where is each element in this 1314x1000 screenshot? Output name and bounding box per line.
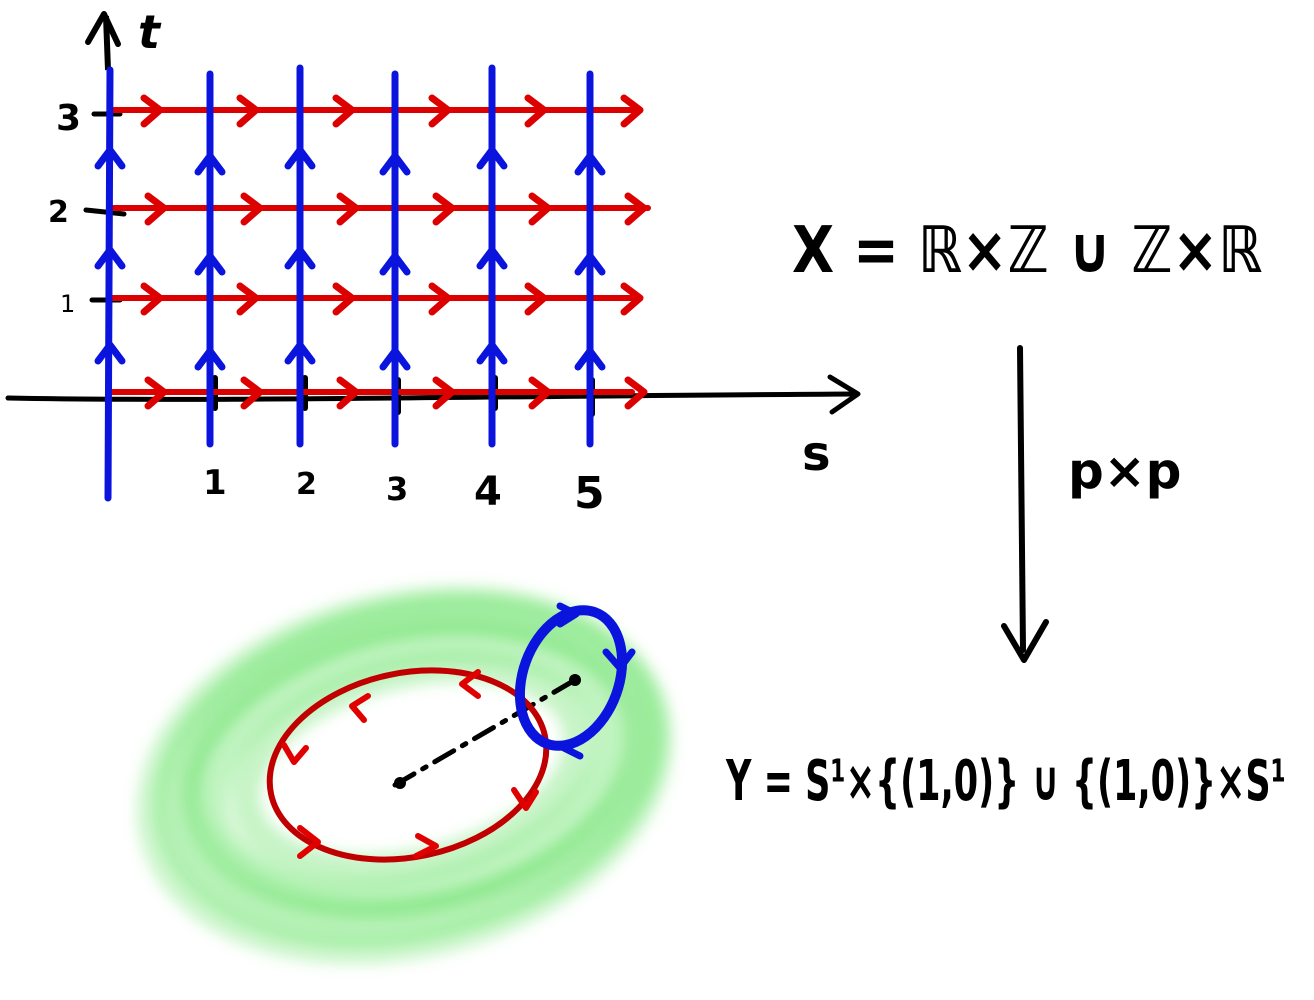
meridian-center-dot bbox=[569, 674, 581, 686]
up-arrow-icon bbox=[476, 246, 508, 270]
right-arrow-icon bbox=[620, 282, 644, 316]
meridian-arrows bbox=[556, 602, 636, 760]
up-arrow-icon bbox=[194, 252, 226, 276]
right-arrow-icon bbox=[236, 94, 260, 128]
longitude-arrows bbox=[281, 669, 539, 859]
t-axis-arrowhead bbox=[85, 11, 121, 47]
right-arrow-icon bbox=[528, 192, 552, 226]
s-tick-label: 1 bbox=[203, 463, 227, 503]
right-arrow-icon bbox=[236, 282, 260, 316]
s-tick-label: 2 bbox=[296, 467, 317, 502]
up-arrow-icon bbox=[94, 146, 126, 170]
right-arrow-icon bbox=[140, 282, 164, 316]
right-arrow-icon bbox=[432, 376, 456, 410]
s-tick-label: 3 bbox=[386, 470, 408, 508]
s-axis-arrowhead bbox=[827, 374, 861, 415]
torus-center-dot bbox=[394, 777, 406, 789]
right-arrow-icon bbox=[524, 94, 548, 128]
t-tick-label: 3 bbox=[56, 98, 81, 139]
right-arrow-icon bbox=[332, 282, 356, 316]
right-arrow-icon bbox=[620, 94, 644, 128]
torus-diagram bbox=[136, 585, 674, 965]
horizontal-lines bbox=[107, 94, 651, 410]
up-arrow-icon bbox=[284, 341, 316, 365]
map-arrow-head bbox=[1001, 619, 1049, 663]
up-arrow-icon bbox=[574, 347, 606, 371]
vertical-lines bbox=[94, 64, 606, 502]
right-arrow-icon bbox=[524, 282, 548, 316]
right-arrow-icon bbox=[140, 94, 164, 128]
vertical-line bbox=[104, 66, 114, 502]
right-arrow-icon bbox=[332, 94, 356, 128]
right-arrow-icon bbox=[240, 192, 264, 226]
right-arrow-icon bbox=[528, 376, 552, 410]
up-arrow-icon bbox=[574, 252, 606, 276]
up-arrow-icon bbox=[476, 146, 508, 170]
t-tick-label: 1 bbox=[60, 290, 75, 318]
up-arrow-icon bbox=[379, 252, 411, 276]
torus-core-line bbox=[392, 677, 578, 788]
longitude-circle bbox=[266, 667, 550, 863]
map-label: p×p bbox=[1068, 442, 1181, 500]
right-arrow-icon bbox=[428, 282, 452, 316]
right-arrow-icon bbox=[144, 376, 168, 410]
equations: X = ℝ×ℤ ∪ ℤ×ℝ p×p Y = S¹×{(1,0)} ∪ {(1,0… bbox=[725, 214, 1286, 814]
up-arrow-icon bbox=[476, 341, 508, 365]
up-arrow-icon bbox=[194, 347, 226, 371]
grid-diagram: t s 3 2 1 1 2 3 4 5 bbox=[5, 5, 861, 519]
up-arrow-icon bbox=[379, 152, 411, 176]
equation-x: X = ℝ×ℤ ∪ ℤ×ℝ bbox=[792, 214, 1262, 288]
up-arrow-icon bbox=[194, 152, 226, 176]
equation-y: Y = S¹×{(1,0)} ∪ {(1,0)}×S¹ bbox=[725, 749, 1286, 814]
t-tick-label: 2 bbox=[48, 195, 69, 230]
right-arrow-icon bbox=[624, 376, 648, 410]
s-axis-label: s bbox=[802, 426, 831, 482]
right-arrow-icon bbox=[432, 192, 456, 226]
up-arrow-icon bbox=[284, 146, 316, 170]
right-arrow-icon bbox=[624, 192, 648, 226]
up-arrow-icon bbox=[94, 341, 126, 365]
s-tick-label: 4 bbox=[474, 469, 502, 515]
t-axis-label: t bbox=[138, 5, 162, 59]
s-tick-label: 5 bbox=[574, 468, 605, 519]
t-axis-top bbox=[103, 15, 111, 71]
right-arrow-icon bbox=[240, 376, 264, 410]
meridian-circle bbox=[514, 605, 628, 751]
right-arrow-icon bbox=[336, 376, 360, 410]
up-arrow-icon bbox=[284, 246, 316, 270]
s-axis-line bbox=[5, 391, 858, 402]
up-arrow-icon bbox=[379, 347, 411, 371]
up-arrow-icon bbox=[94, 246, 126, 270]
right-arrow-icon bbox=[144, 192, 168, 226]
up-arrow-icon bbox=[574, 152, 606, 176]
map-arrow-shaft bbox=[1017, 345, 1026, 653]
right-arrow-icon bbox=[336, 192, 360, 226]
right-arrow-icon bbox=[428, 94, 452, 128]
torus-surface bbox=[136, 585, 674, 965]
